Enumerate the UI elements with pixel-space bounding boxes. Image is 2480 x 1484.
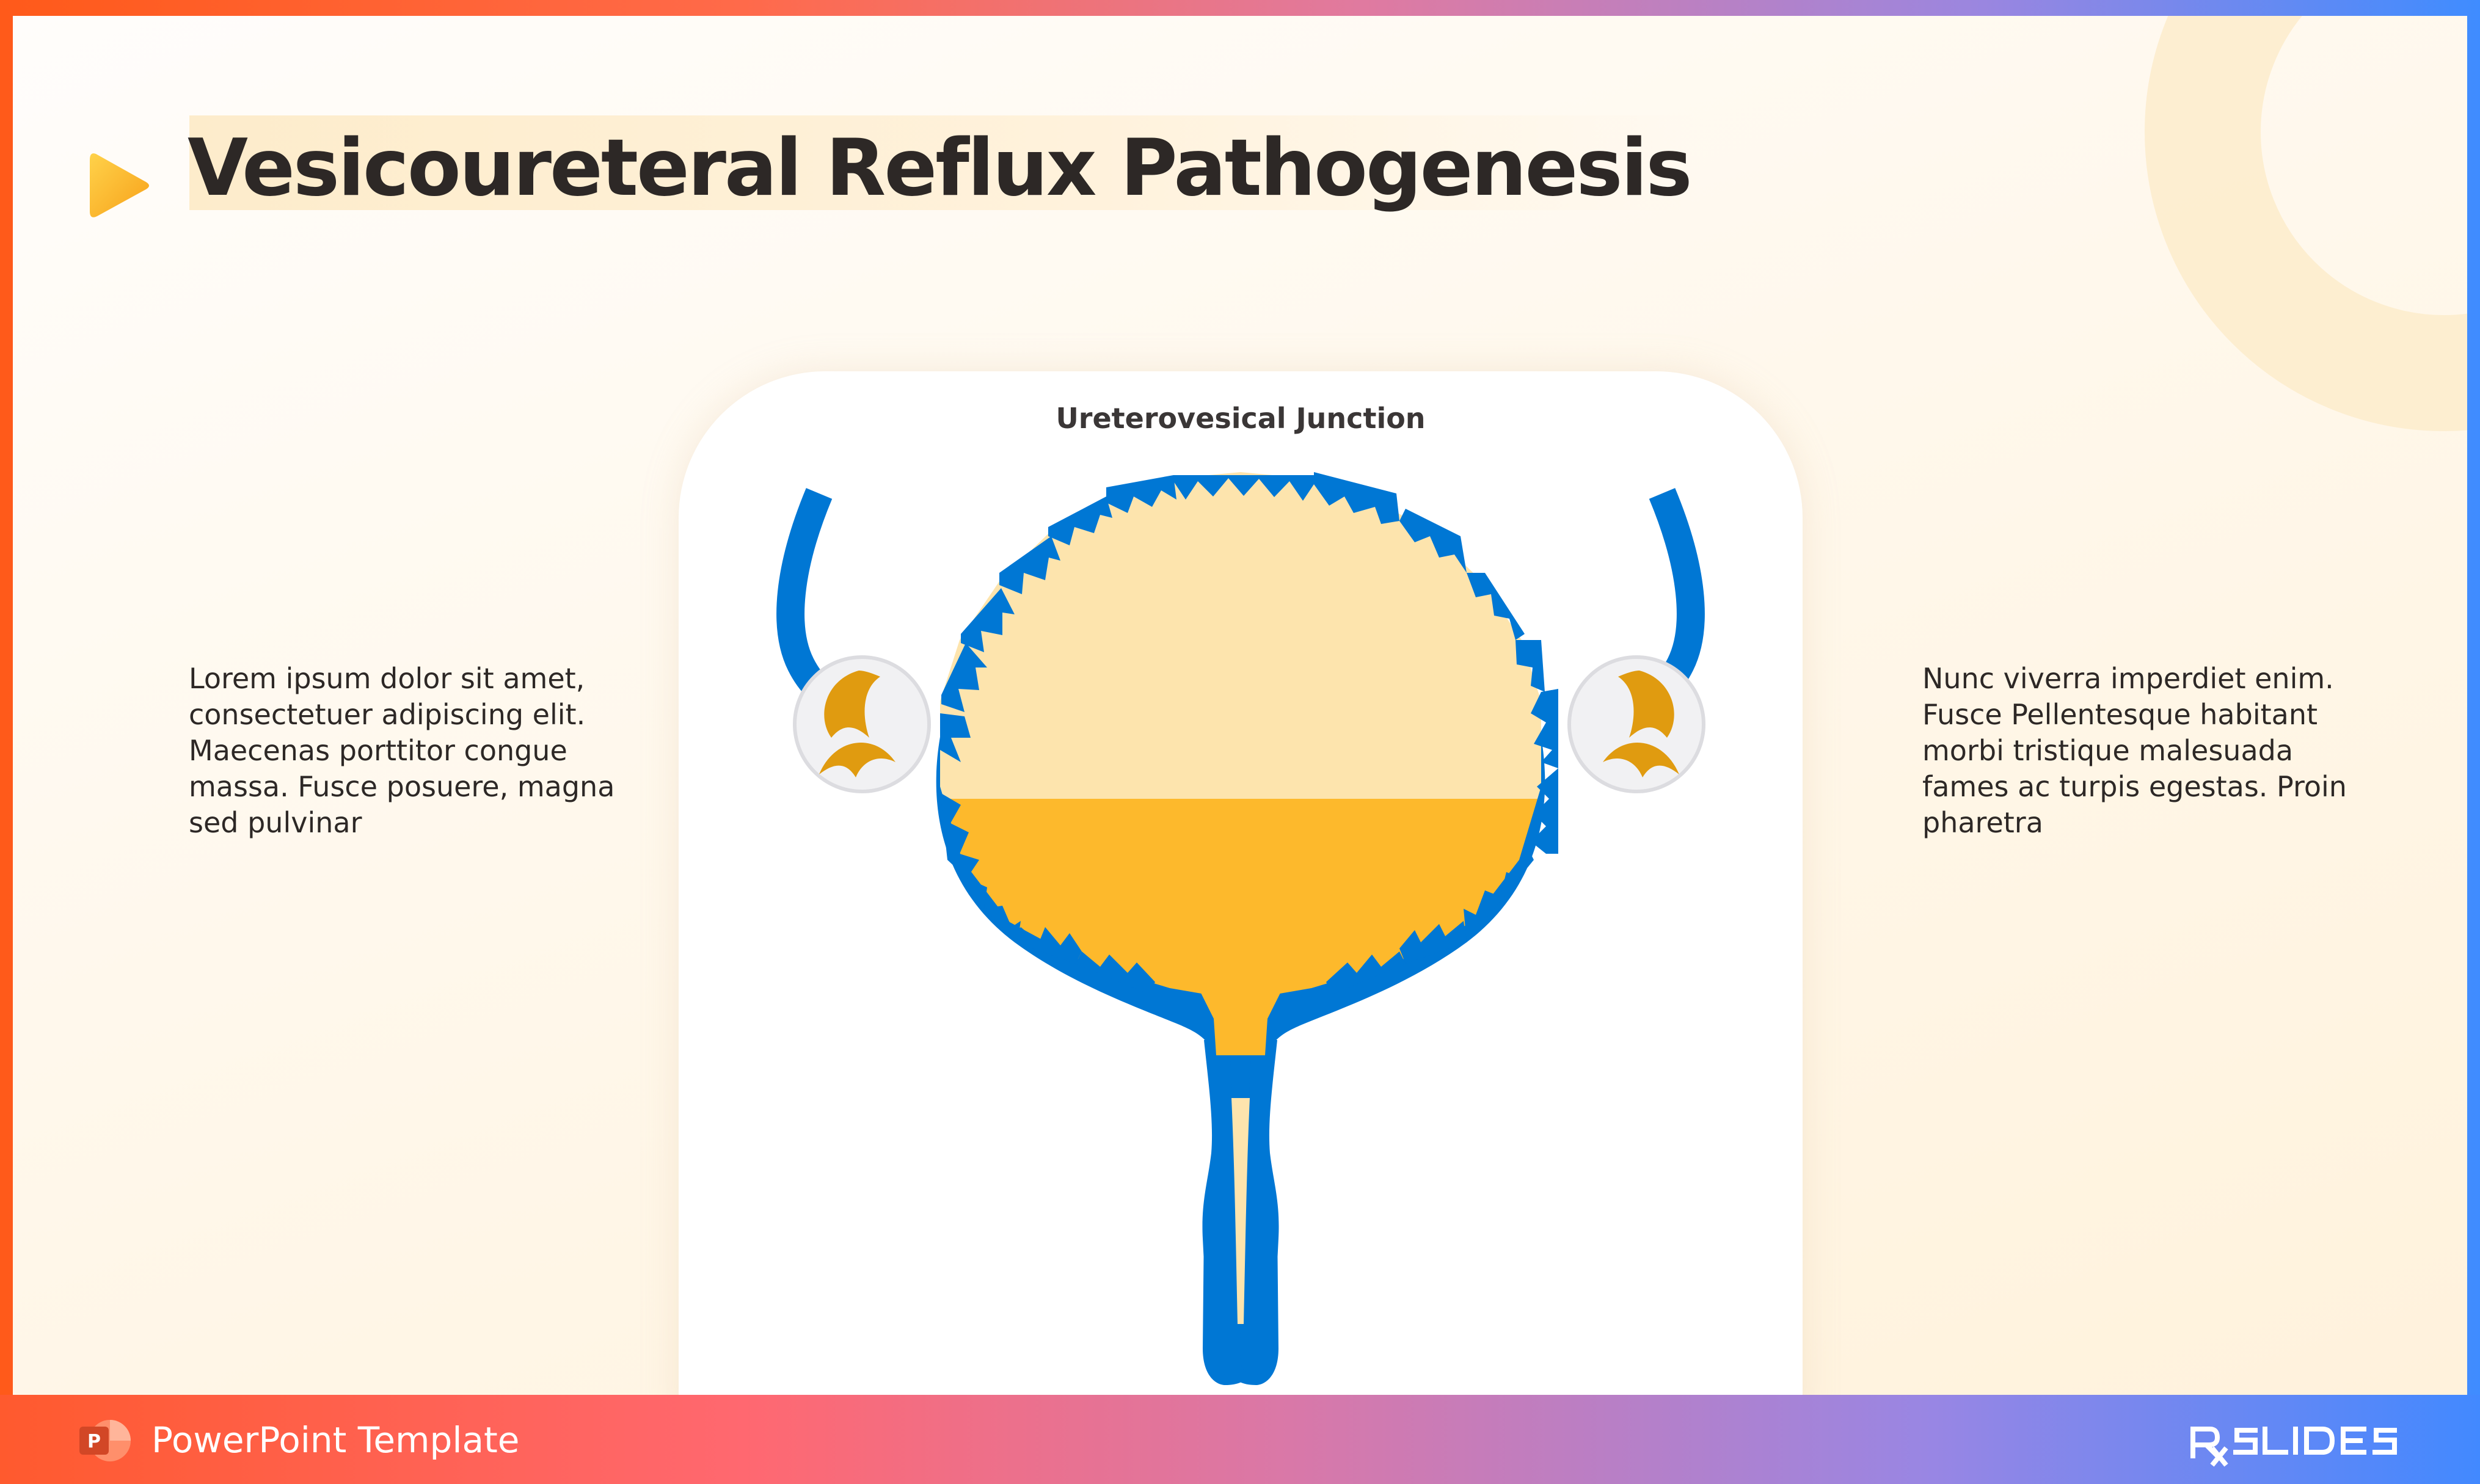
powerpoint-icon: P (79, 1420, 131, 1461)
slide-canvas: Vesicoureteral Reflux Pathogenesis Lorem… (13, 16, 2467, 1395)
right-valve-icon (1567, 655, 1705, 793)
play-arrow-icon (90, 153, 149, 217)
slide-title: Vesicoureteral Reflux Pathogenesis (188, 123, 1693, 214)
svg-text:P: P (87, 1431, 101, 1452)
footer-label: PowerPoint Template (151, 1419, 520, 1461)
footer-bar: P PowerPoint Template (0, 1395, 2480, 1484)
diagram-heading: Ureterovesical Junction (1056, 402, 1426, 435)
decorative-ring (2145, 16, 2467, 431)
rxslides-logo (2190, 1427, 2397, 1467)
left-valve-icon (793, 655, 931, 793)
title-highlight (189, 115, 1698, 210)
right-description: Nunc viverra imperdiet enim. Fusce Pelle… (1922, 662, 2347, 839)
left-description: Lorem ipsum dolor sit amet, consectetuer… (189, 662, 615, 839)
bladder-illustration (776, 472, 1705, 1385)
diagram-card: Ureterovesical Junction (679, 371, 1803, 1395)
